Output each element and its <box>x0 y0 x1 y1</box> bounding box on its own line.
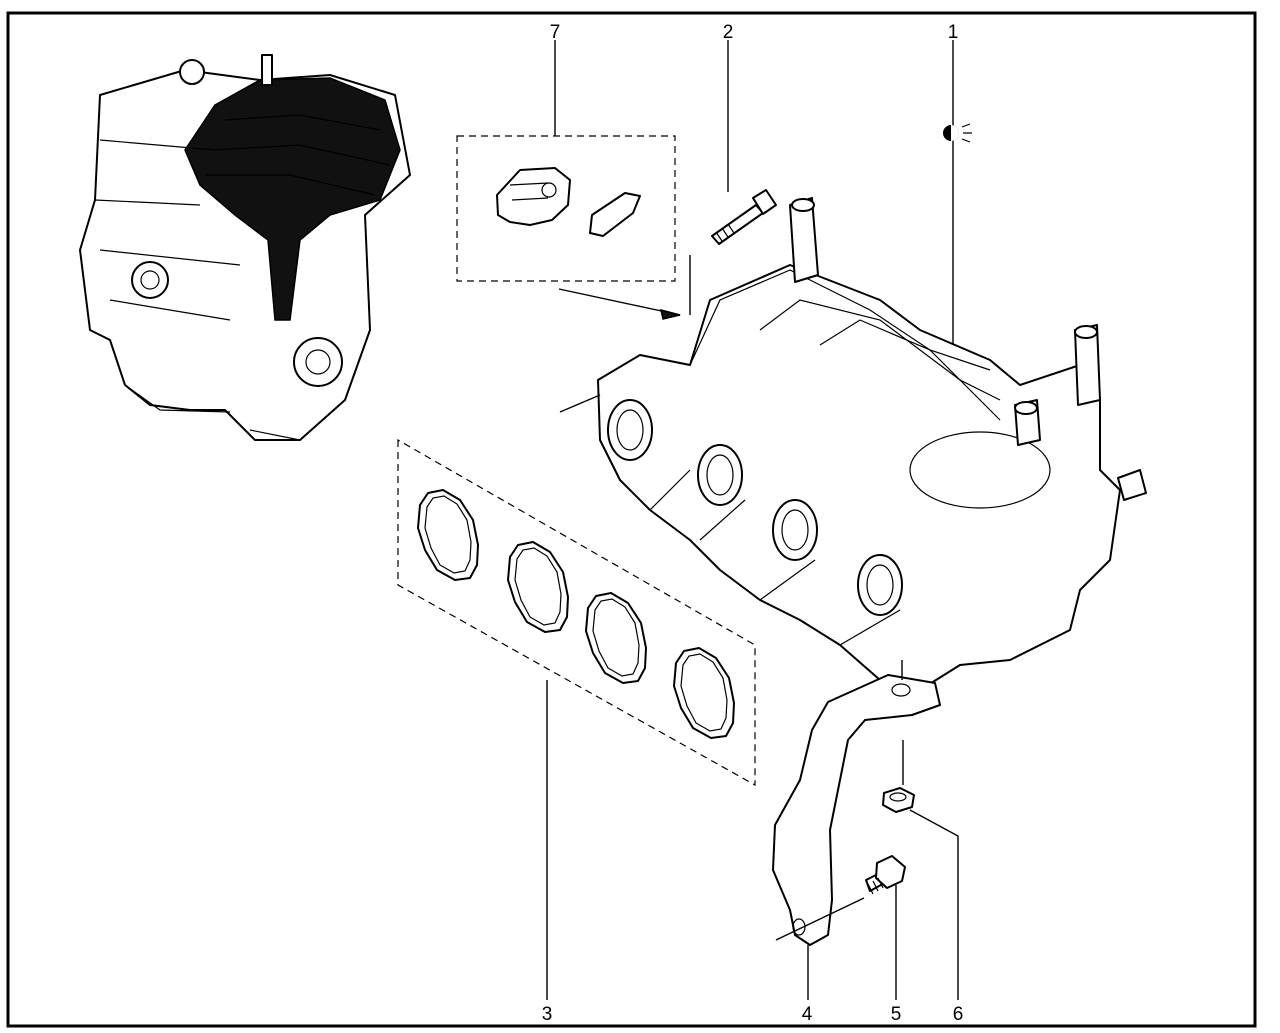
part-4-support-bracket <box>772 660 941 946</box>
clip-bracket <box>496 167 571 226</box>
retaining-clip <box>589 192 641 237</box>
part-1-intake-manifold <box>559 197 1147 691</box>
part-7-dashed-box <box>456 135 676 282</box>
leader-lines <box>546 40 959 1000</box>
diagram-frame <box>6 11 1257 1028</box>
part-5-bolt <box>775 855 906 941</box>
callout-labels: 1 2 3 4 5 6 7 <box>542 22 964 1025</box>
part-2-bolt <box>711 189 777 245</box>
grease-icon <box>943 123 972 143</box>
engine-overview-illustration <box>79 54 411 441</box>
callout-1: 1 <box>948 22 959 43</box>
callout-2: 2 <box>723 22 734 43</box>
leader-6 <box>909 809 959 1000</box>
callout-4: 4 <box>802 1004 813 1025</box>
callout-5: 5 <box>891 1004 902 1025</box>
callout-6: 6 <box>953 1004 964 1025</box>
callout-7: 7 <box>550 22 561 43</box>
part-6-nut <box>882 787 915 813</box>
part-7-group <box>456 135 681 320</box>
part-3-gasket-group <box>397 438 756 787</box>
callout-3: 3 <box>542 1004 553 1025</box>
part-3-dashed-box <box>397 438 756 787</box>
